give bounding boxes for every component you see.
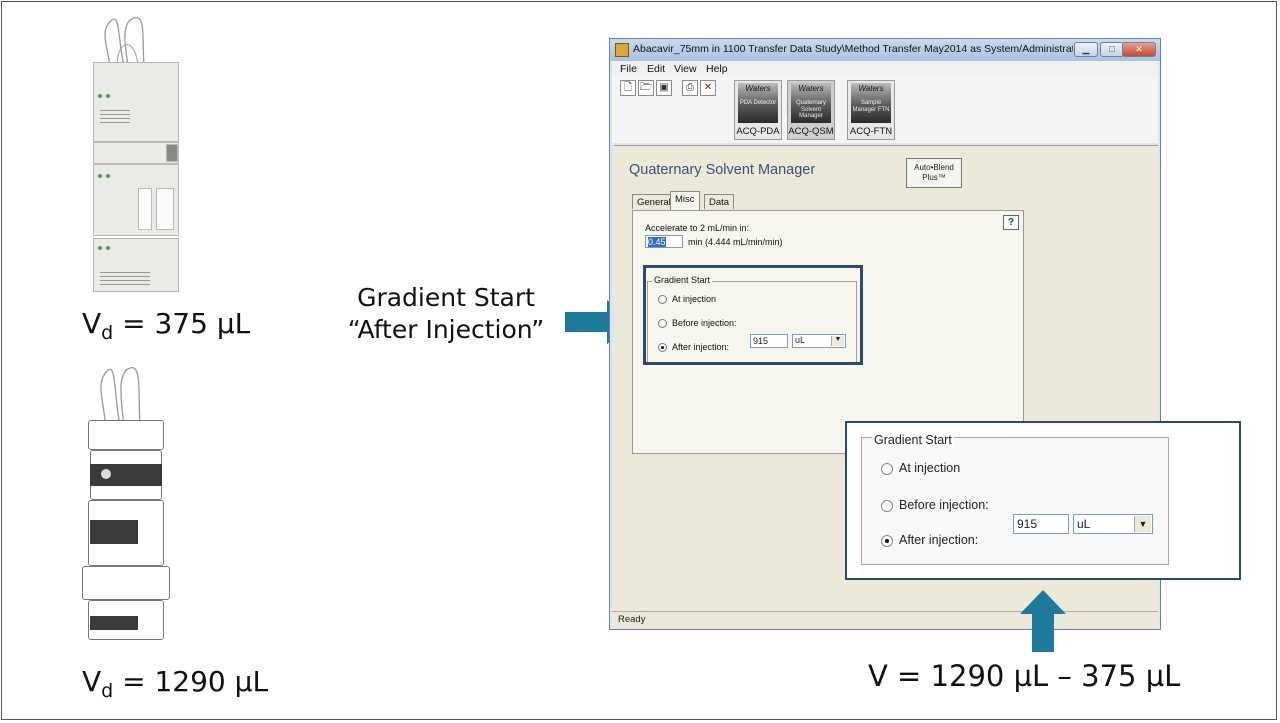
waters-logo-icon: Waters Sample Manager FTN	[851, 83, 891, 123]
instrument-stack-bottom	[80, 360, 180, 642]
formula-label: V = 1290 µL – 375 µL	[868, 659, 1181, 693]
instrument-acq-pda[interactable]: Waters PDA Detector ACQ-PDA	[734, 80, 782, 140]
zoom-label-at-injection: At injection	[899, 461, 961, 475]
zoom-gradient-legend: Gradient Start	[872, 433, 954, 447]
zoom-label-before-injection: Before injection:	[899, 498, 989, 512]
delete-icon[interactable]: ✕	[700, 80, 716, 96]
accelerate-label: Accelerate to 2 mL/min in:	[645, 223, 750, 233]
app-icon	[615, 43, 629, 57]
zoom-gradient-group	[861, 437, 1169, 565]
tubing-icon	[104, 17, 145, 66]
zoom-inset: Gradient Start At injection Before injec…	[845, 421, 1241, 580]
label-at-injection: At injection	[672, 294, 717, 304]
help-button[interactable]: ?	[1003, 215, 1019, 230]
title-bar[interactable]: Abacavir_75mm in 1100 Transfer Data Stud…	[610, 39, 1160, 61]
menu-view[interactable]: View	[674, 63, 697, 75]
label-before-injection: Before injection:	[672, 318, 737, 328]
menu-edit[interactable]: Edit	[647, 63, 666, 75]
waters-logo-icon: Waters Quaternary Solvent Manager	[791, 83, 831, 123]
toolbar: 🗋 🗁 ▣ ⎙ ✕ Waters PDA Detector ACQ-PDA Wa…	[612, 77, 1158, 143]
instrument-acq-ftn[interactable]: Waters Sample Manager FTN ACQ-FTN	[847, 80, 895, 140]
zoom-unit-select[interactable]: uL ▼	[1073, 514, 1153, 534]
gradient-start-callout: Gradient Start “After Injection”	[347, 283, 545, 344]
unit-select[interactable]: uL ▼	[792, 334, 846, 348]
tab-data[interactable]: Data	[704, 194, 735, 209]
autoblend-button[interactable]: Auto•Blend Plus™	[906, 158, 962, 188]
arrow-up-icon	[1020, 590, 1066, 652]
chevron-down-icon[interactable]: ▼	[1134, 516, 1151, 532]
zoom-radio-after-injection[interactable]	[881, 535, 893, 547]
radio-before-injection[interactable]	[658, 319, 667, 328]
minimize-button[interactable]: ▁	[1074, 42, 1098, 57]
vd-label-top: Vd = 375 µL	[82, 307, 251, 344]
vd-label-bottom: Vd = 1290 µL	[82, 665, 269, 702]
accelerate-input[interactable]: 0.45	[645, 235, 683, 248]
menu-file[interactable]: File	[620, 63, 637, 75]
new-file-icon[interactable]: 🗋	[620, 80, 636, 96]
highlight-frame	[643, 265, 863, 365]
status-bar: Ready	[612, 611, 1158, 628]
radio-after-injection[interactable]	[658, 343, 667, 352]
panel-title: Quaternary Solvent Manager	[629, 162, 816, 178]
gradient-start-legend: Gradient Start	[652, 275, 713, 285]
status-text: Ready	[618, 614, 646, 625]
print-icon[interactable]: ⎙	[682, 80, 698, 96]
maximize-button[interactable]: □	[1100, 42, 1124, 57]
menu-help[interactable]: Help	[706, 63, 728, 75]
zoom-radio-at-injection[interactable]	[881, 463, 893, 475]
chevron-down-icon[interactable]: ▼	[831, 336, 844, 346]
label-after-injection: After injection:	[672, 342, 730, 352]
open-folder-icon[interactable]: 🗁	[638, 80, 654, 96]
radio-at-injection[interactable]	[658, 295, 667, 304]
close-button[interactable]: ✕	[1122, 42, 1156, 57]
instrument-acq-qsm[interactable]: Waters Quaternary Solvent Manager ACQ-QS…	[787, 80, 835, 140]
zoom-radio-before-injection[interactable]	[881, 500, 893, 512]
accelerate-unit: min (4.444 mL/min/min)	[688, 237, 783, 247]
save-icon[interactable]: ▣	[656, 80, 672, 96]
menu-bar: File Edit View Help	[612, 61, 1158, 77]
misc-tab-page: ? Accelerate to 2 mL/min in: 0.45 min (4…	[632, 210, 1024, 454]
waters-logo-icon: Waters PDA Detector	[738, 83, 778, 123]
tubing-icon	[100, 367, 141, 426]
volume-input[interactable]: 915	[750, 334, 788, 348]
zoom-label-after-injection: After injection:	[899, 533, 979, 547]
tab-misc[interactable]: Misc	[670, 191, 700, 210]
zoom-volume-input[interactable]: 915	[1013, 514, 1069, 534]
window-title: Abacavir_75mm in 1100 Transfer Data Stud…	[633, 43, 1073, 55]
instrument-stack-top	[80, 10, 190, 292]
